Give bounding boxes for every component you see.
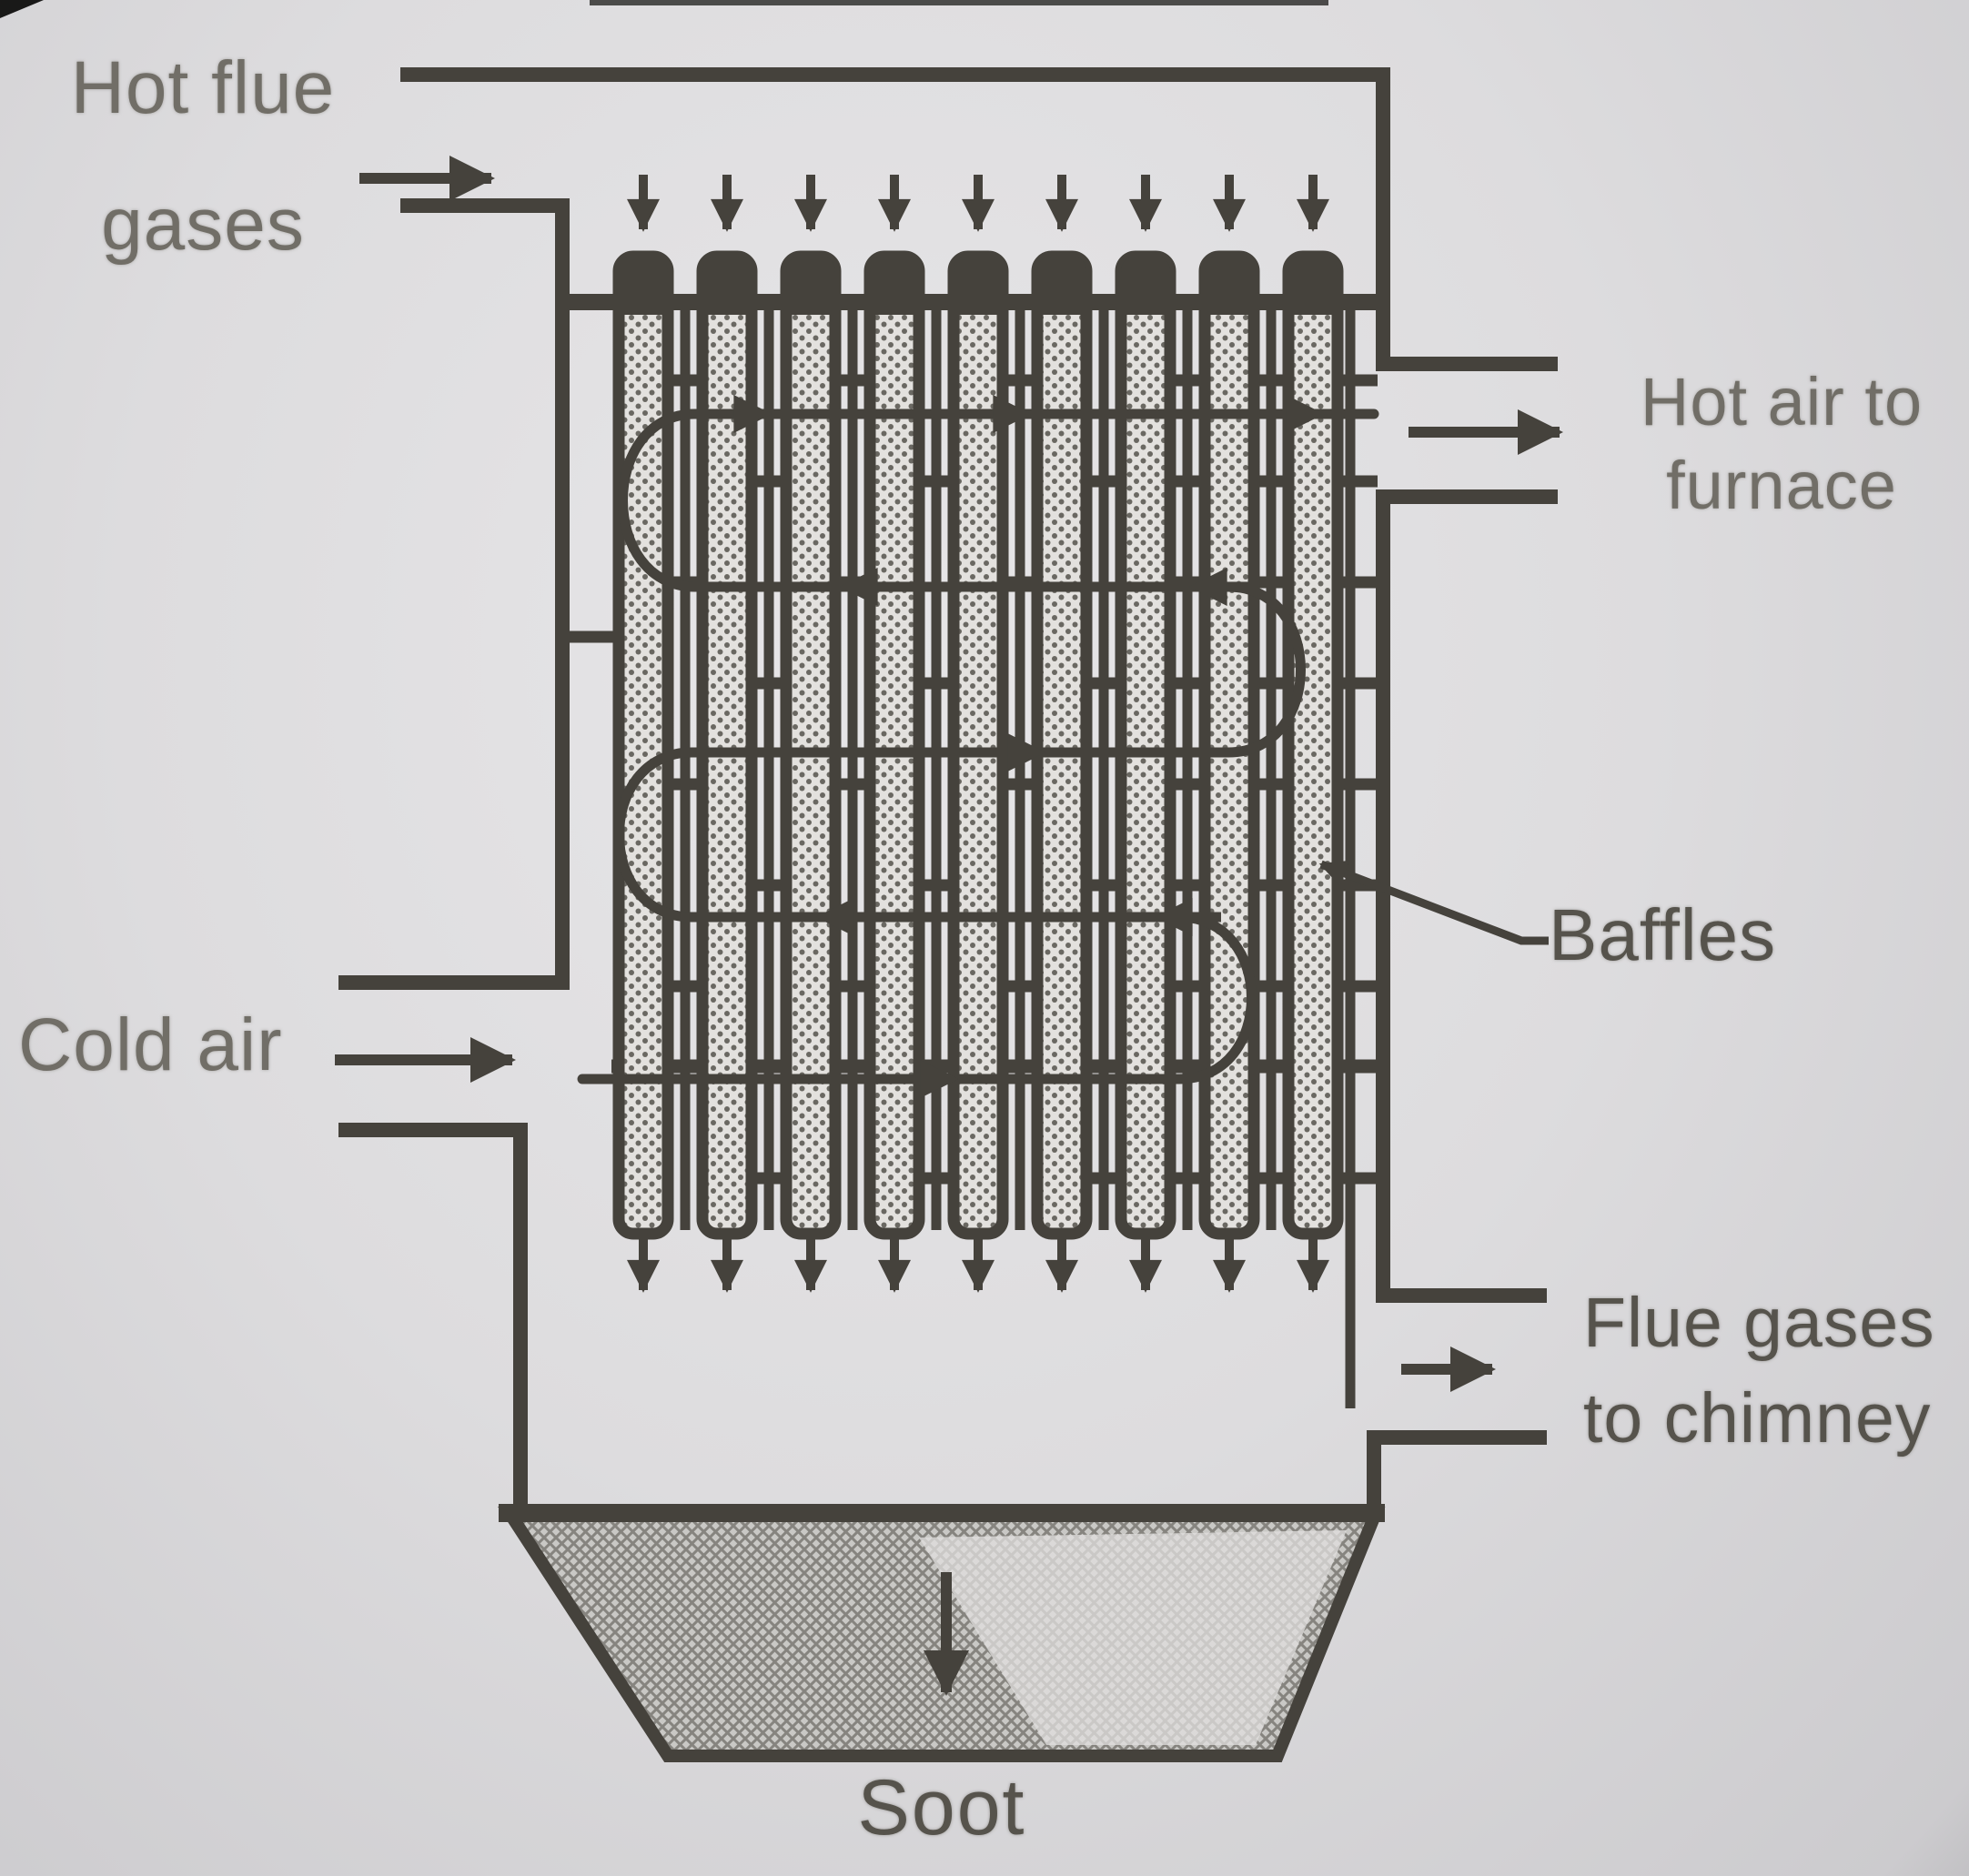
tube [863,175,925,1293]
tube [1115,175,1176,1293]
baffles-pointer [1318,860,1549,945]
soot-label: Soot [857,1764,1026,1851]
tube [1282,175,1344,1293]
tube [696,175,758,1293]
tube-bank [612,175,1344,1293]
flue-gases-to-chimney-label: Flue gases to chimney [1583,1284,1935,1457]
tube [1031,175,1093,1293]
tube [1198,175,1260,1293]
tube [612,175,674,1293]
cold-air-label: Cold air [18,1004,283,1086]
hot-air-to-furnace-label: Hot air to furnace [1640,364,1924,523]
stream-arrows [335,156,1564,1697]
tube [947,175,1009,1293]
photo-edge-artifact [590,0,1328,5]
serpentine-air-flow [577,395,1379,1098]
tube [780,175,842,1293]
hot-flue-gases-label: Hot flue gases [70,46,336,267]
baffles-pointer-arrow-icon [1318,860,1549,945]
baffles-label: Baffles [1549,894,1777,975]
